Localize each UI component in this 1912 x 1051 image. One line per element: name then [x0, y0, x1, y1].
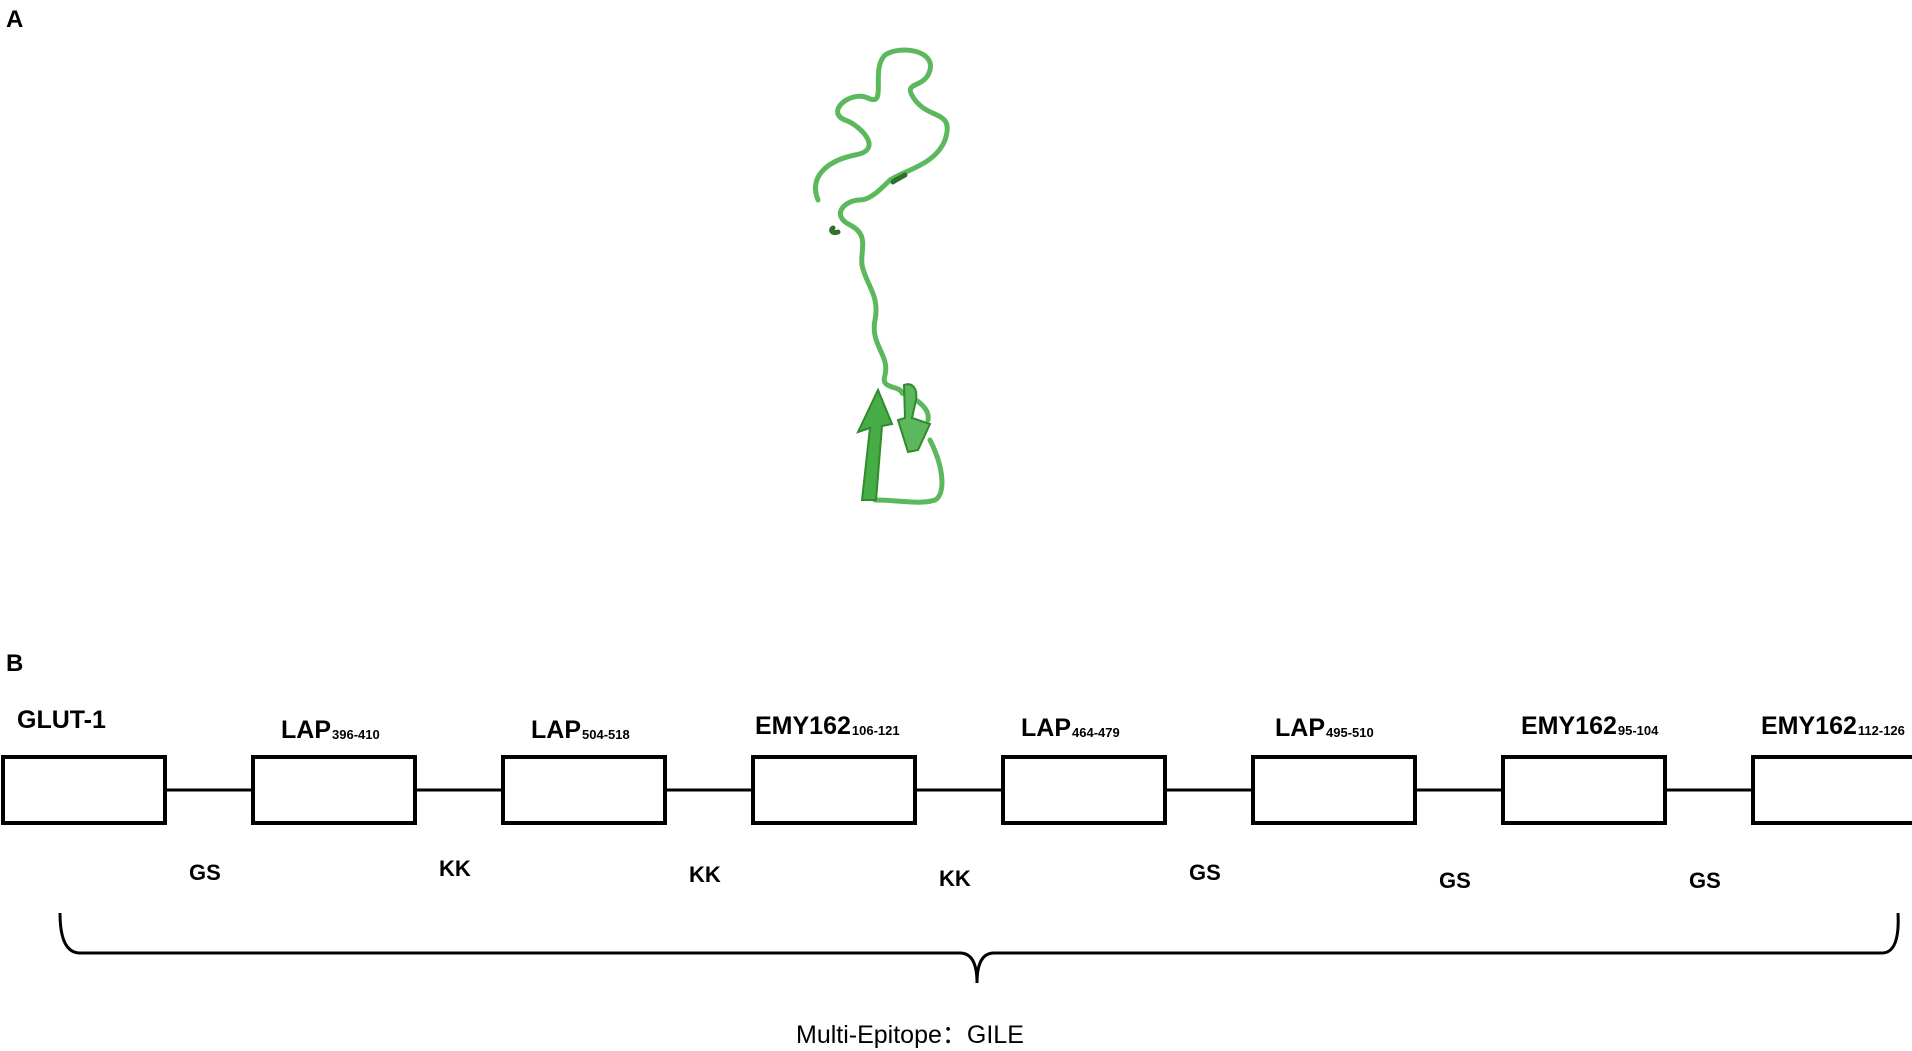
epitope-box [251, 755, 417, 825]
epitope-name: LAP [281, 716, 331, 744]
linker-label: GS [189, 860, 221, 885]
epitope-box [1001, 755, 1167, 825]
epitope-name: GLUT-1 [17, 706, 106, 734]
epitope-name: LAP [1275, 714, 1325, 742]
epitope-name: EMY162 [755, 712, 851, 740]
linker-label: GS [1689, 868, 1721, 893]
panel-b-label: B [6, 650, 24, 677]
epitope-name: LAP [1021, 714, 1071, 742]
epitope-range: 504-518 [582, 727, 630, 742]
epitope-label: LAP495-510 [1275, 714, 1374, 743]
protein-structure-ribbon [813, 47, 950, 505]
linker-label: KK [939, 866, 971, 891]
panel-a-label: A [6, 6, 24, 33]
epitope-label: LAP396-410 [281, 716, 380, 745]
coil-dark-accent [829, 172, 908, 235]
linker-label: GS [1189, 860, 1221, 885]
epitope-box [1251, 755, 1417, 825]
epitope-name: EMY162 [1761, 712, 1857, 740]
epitope-range: 112-126 [1857, 723, 1905, 738]
epitope-range: 95-104 [1617, 723, 1659, 738]
epitope-label: LAP504-518 [531, 716, 630, 745]
epitope-box [1751, 755, 1912, 825]
epitope-label: EMY16295-104 [1521, 712, 1658, 741]
construct-title: Multi-Epitope：GILE [796, 1021, 1024, 1049]
epitope-label: LAP464-479 [1021, 714, 1120, 743]
epitope-box [1, 755, 167, 825]
epitope-box [751, 755, 917, 825]
epitope-range: 396-410 [332, 727, 380, 742]
epitope-box [501, 755, 667, 825]
epitope-label: EMY162106-121 [755, 712, 900, 741]
epitope-label: EMY162112-126 [1761, 712, 1905, 741]
linker-label: KK [689, 862, 721, 887]
epitope-label: GLUT-1 [17, 706, 106, 735]
epitope-name: EMY162 [1521, 712, 1617, 740]
linker-label: GS [1439, 868, 1471, 893]
epitope-name: LAP [531, 716, 581, 744]
epitope-range: 106-121 [851, 723, 900, 738]
beta-strand-right [896, 383, 932, 454]
curly-brace [58, 912, 1900, 984]
epitope-range: 464-479 [1072, 725, 1120, 740]
epitope-box [1501, 755, 1667, 825]
epitope-range: 495-510 [1326, 725, 1374, 740]
beta-strand-left [856, 387, 894, 501]
coil-backbone [813, 47, 950, 396]
linker-label: KK [439, 856, 471, 881]
